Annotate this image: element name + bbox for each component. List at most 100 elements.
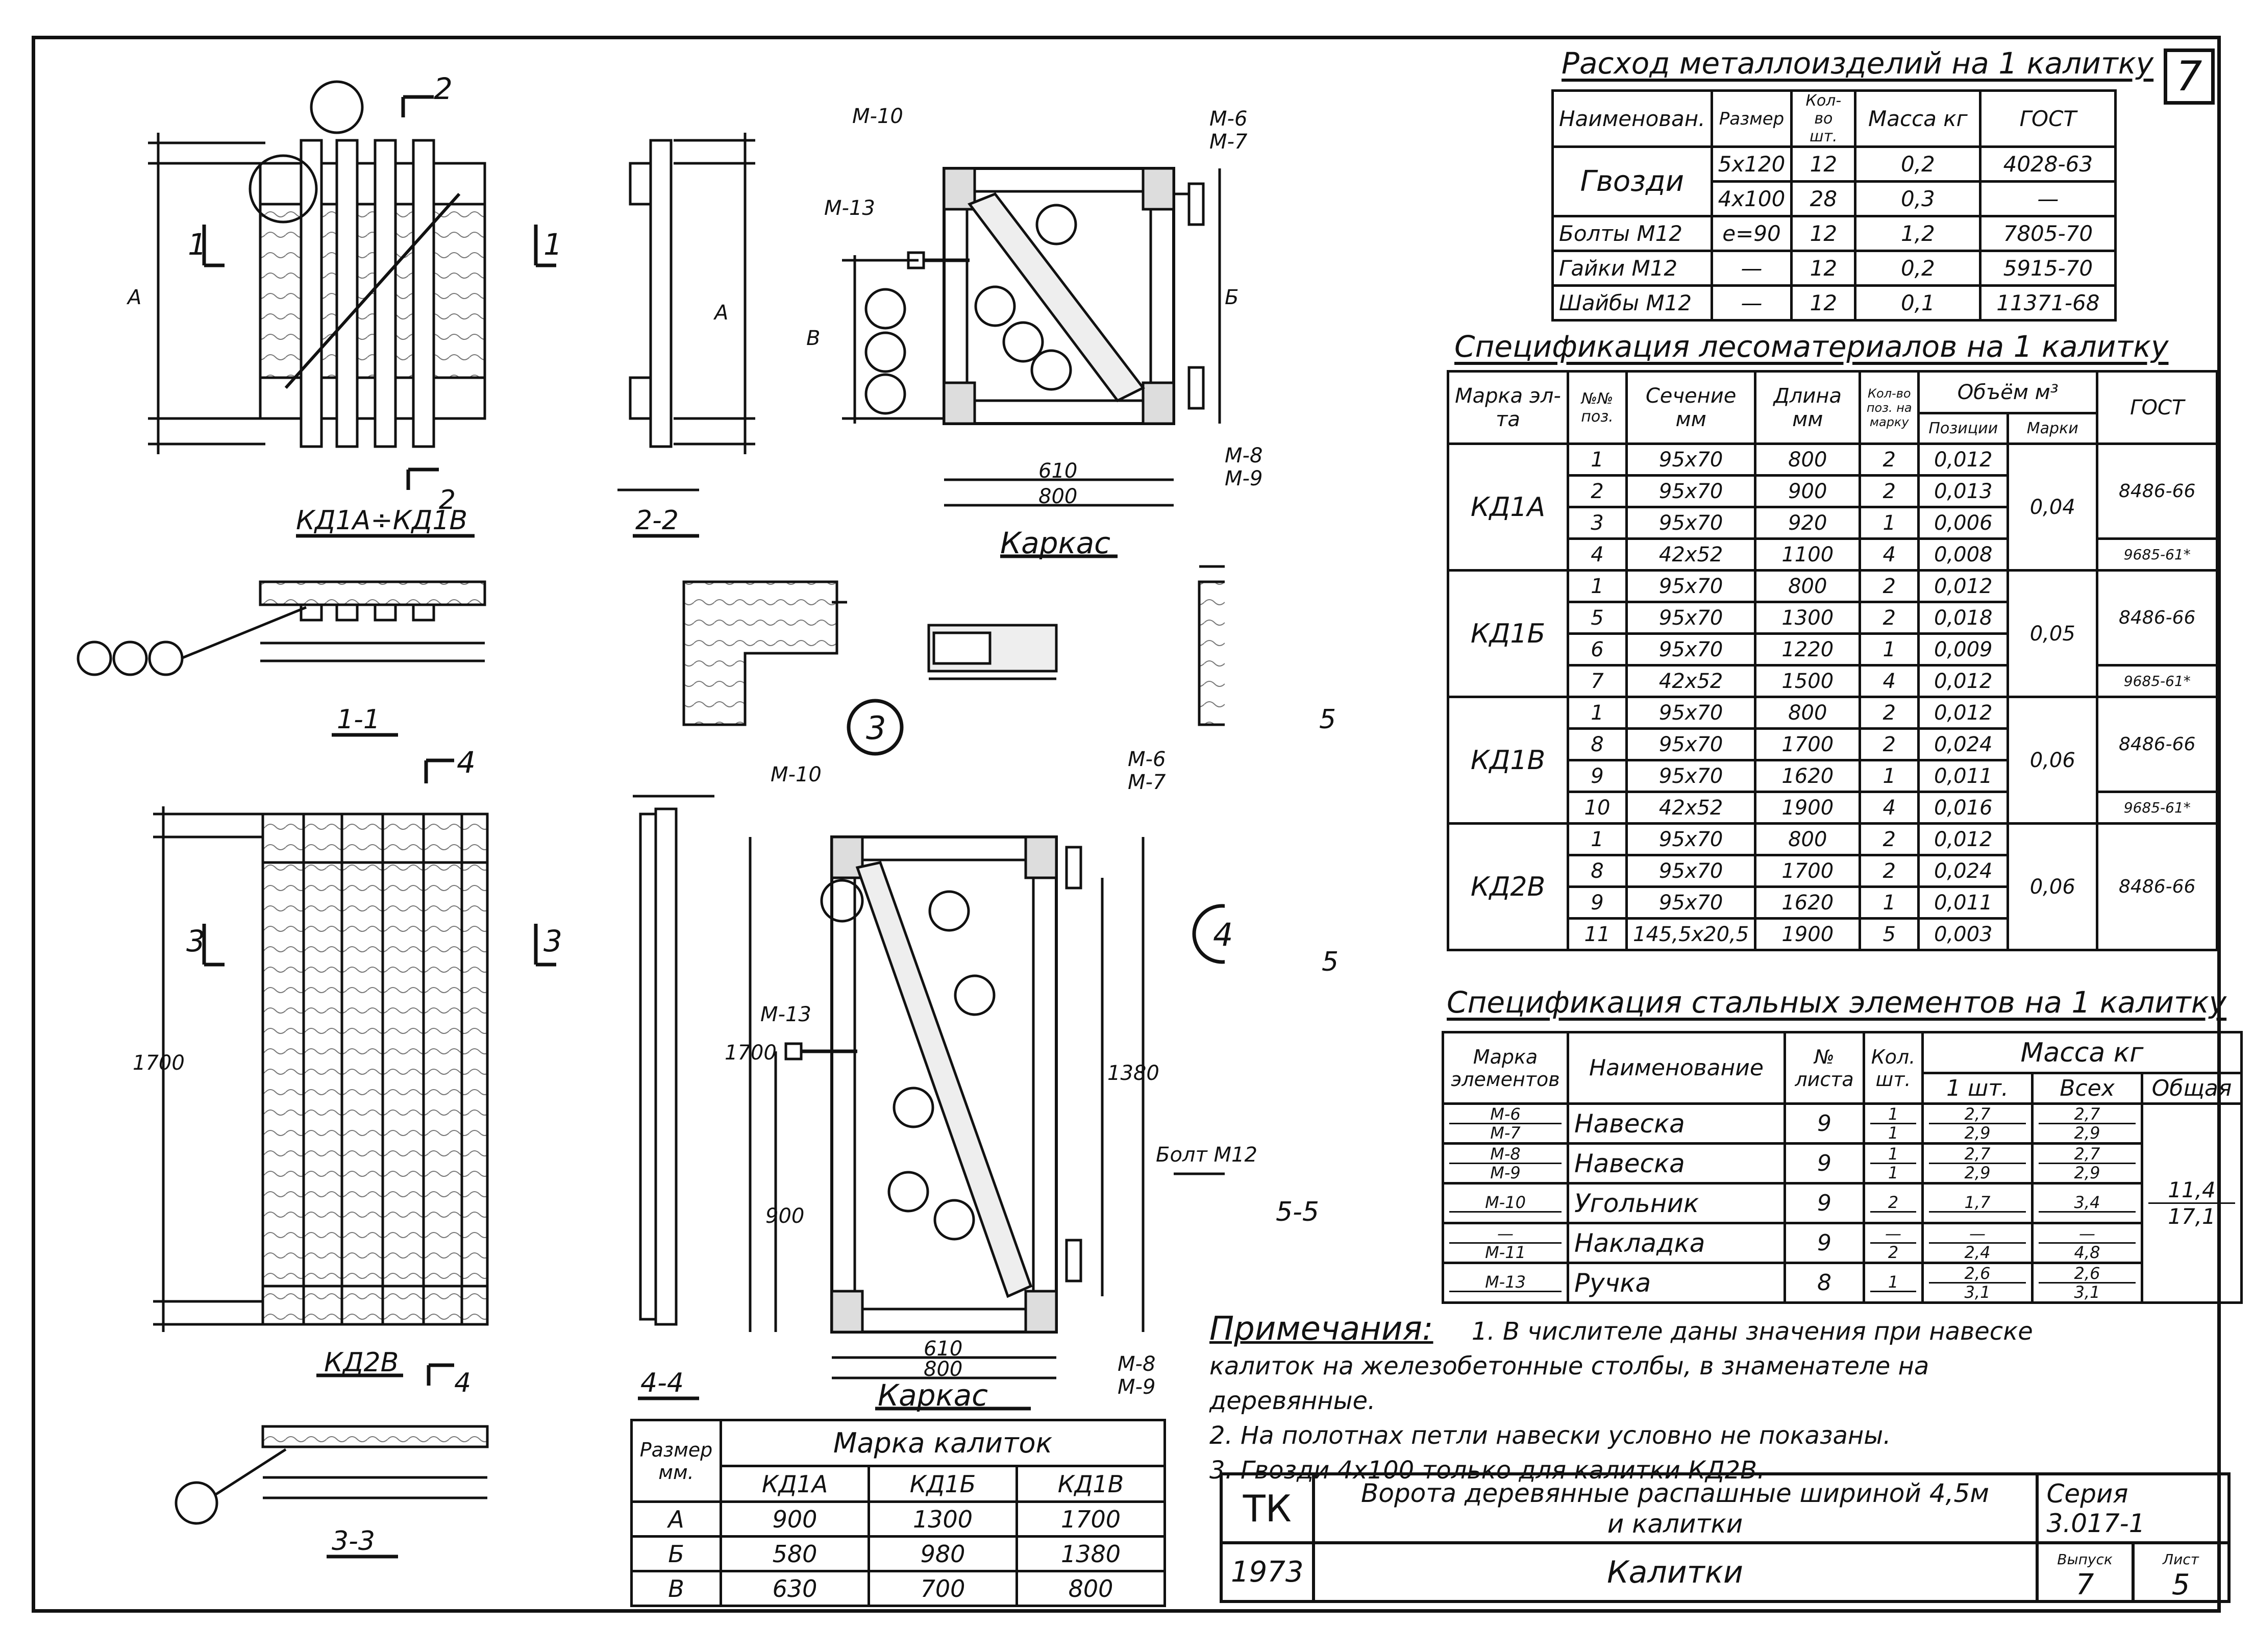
wood-gost-extra: 9685-61* — [2096, 537, 2219, 572]
metal-r4-name: Шайбы М12 — [1551, 284, 1713, 322]
wood-section: 42x52 — [1625, 664, 1757, 698]
wood-length: 1700 — [1754, 854, 1862, 888]
steel-all-denominator — [2039, 1211, 2136, 1213]
wood-length: 800 — [1754, 569, 1862, 603]
steel-all-denominator: 3,1 — [2039, 1282, 2136, 1301]
wood-length: 800 — [1754, 696, 1862, 730]
kd2v-elevation — [153, 758, 556, 1386]
wood-vol-pos: 0,012 — [1917, 664, 2010, 698]
metal-r2-mass: 1,2 — [1854, 215, 1982, 252]
note-line-1: 1. В числителе даны значения при навеске — [1471, 1317, 2033, 1346]
tb-year: 1973 — [1220, 1541, 1315, 1603]
wood-section: 95x70 — [1625, 601, 1757, 635]
steel-one-numerator: 2,6 — [1964, 1264, 1991, 1283]
kd1a-label: КД1А÷КД1В — [296, 505, 468, 536]
steel-qty-denominator — [1870, 1211, 1916, 1213]
node-3-detail — [682, 565, 1225, 756]
node-4-number: 4 — [1213, 916, 1233, 953]
wood-length: 1620 — [1754, 759, 1862, 793]
steel-qty-denominator: 1 — [1870, 1123, 1916, 1142]
wood-qty: 4 — [1859, 537, 1920, 572]
metal-r0-mass: 0,2 — [1854, 145, 1982, 183]
wood-length: 1700 — [1754, 727, 1862, 761]
steel-qty-numerator: — — [1885, 1224, 1901, 1243]
wood-vol-pos: 0,003 — [1917, 917, 2010, 951]
wood-length: 800 — [1754, 442, 1862, 477]
steel-qty-numerator: 1 — [1888, 1272, 1899, 1292]
notes-title: Примечания: — [1209, 1310, 1433, 1348]
wood-qty: 1 — [1859, 632, 1920, 667]
metal-table-title: Расход металлоизделий на 1 калитку — [1562, 46, 2154, 81]
steel-h-sheet: № листа — [1784, 1031, 1865, 1105]
wood-section: 95x70 — [1625, 885, 1757, 920]
wood-h-gost: ГОСТ — [2096, 370, 2219, 445]
tb-issue: 7 — [2075, 1568, 2094, 1601]
steel-mark-denominator — [1449, 1211, 1562, 1213]
wood-vol-pos: 0,011 — [1917, 759, 2010, 793]
wood-length: 1100 — [1754, 537, 1862, 572]
steel-all: 3,4 — [2031, 1182, 2143, 1224]
tb-issue-label: Выпуск — [2057, 1550, 2113, 1568]
metal-r0-gost: 4028-63 — [1979, 145, 2117, 183]
size-row-a-kd1v: 1700 — [1015, 1500, 1166, 1538]
kd1a-elevation — [148, 80, 556, 538]
wood-vol-pos: 0,012 — [1917, 442, 2010, 477]
wood-qty: 1 — [1859, 759, 1920, 793]
wood-section: 95x70 — [1625, 442, 1757, 477]
cut-2-top: 2 — [434, 71, 453, 106]
metal-h-name: Наименован. — [1551, 89, 1713, 148]
title-block: ТК Ворота деревянные распашные шириной 4… — [1220, 1472, 2231, 1603]
steel-one-denominator: 2,4 — [1929, 1242, 2026, 1261]
wood-vol-pos: 0,011 — [1917, 885, 2010, 920]
wood-vol-pos: 0,018 — [1917, 601, 2010, 635]
steel-one: —2,4 — [1921, 1222, 2034, 1264]
m10-top-label: М-10 — [852, 105, 903, 128]
metal-h-size: Размер — [1710, 89, 1793, 148]
wood-pos: 8 — [1567, 727, 1628, 761]
wood-gost-main: 8486-66 — [2096, 822, 2219, 951]
steel-one-numerator: 1,7 — [1964, 1193, 1991, 1212]
wood-gost-extra: 9685-61* — [2096, 791, 2219, 825]
steel-name: Навеска — [1567, 1102, 1786, 1145]
tb-title: Ворота деревянные распашные шириной 4,5м… — [1311, 1472, 2039, 1544]
wood-vol-pos: 0,012 — [1917, 696, 2010, 730]
dim-610-top: 610 — [1038, 459, 1078, 483]
tb-series-cell: Серия 3.017-1 — [2035, 1472, 2231, 1544]
wood-table-title: Спецификация лесоматериалов на 1 калитку — [1454, 329, 2169, 364]
cut-3-right: 3 — [543, 924, 562, 958]
wood-qty: 2 — [1859, 601, 1920, 635]
steel-sheet: 9 — [1784, 1102, 1865, 1145]
steel-h-all: Всех — [2031, 1072, 2143, 1105]
steel-sheet: 9 — [1784, 1142, 1865, 1185]
steel-name: Ручка — [1567, 1262, 1786, 1304]
wood-gost-main: 8486-66 — [2096, 569, 2219, 667]
dim-900: 900 — [765, 1204, 805, 1228]
notes-block: Примечания: 1. В числителе даны значения… — [1209, 1312, 2210, 1488]
metal-r4-gost: 11371-68 — [1979, 284, 2117, 322]
metal-r2-size: е=90 — [1710, 215, 1793, 252]
wood-section: 95x70 — [1625, 759, 1757, 793]
wood-h-mark: Марка эл-та — [1447, 370, 1569, 445]
steel-total-denominator: 17,1 — [2148, 1202, 2235, 1229]
metal-r3-size: — — [1710, 250, 1793, 287]
steel-mark-numerator: М-6 — [1490, 1104, 1521, 1124]
tb-title-line2: и калитки — [1607, 1509, 1743, 1539]
dim-1380: 1380 — [1107, 1062, 1159, 1085]
tb-title-line1: Ворота деревянные распашные шириной 4,5м — [1361, 1478, 1989, 1508]
metal-h-qty: Кол-во шт. — [1790, 89, 1857, 148]
wood-section: 42x52 — [1625, 791, 1757, 825]
wood-h-vol-pos: Позиции — [1917, 412, 2010, 445]
note-line-4: 2. На полотнах петли навески условно не … — [1209, 1421, 1891, 1450]
wood-vol-mark: 0,05 — [2007, 569, 2099, 698]
size-mark-kd1a: КД1А — [720, 1465, 870, 1503]
